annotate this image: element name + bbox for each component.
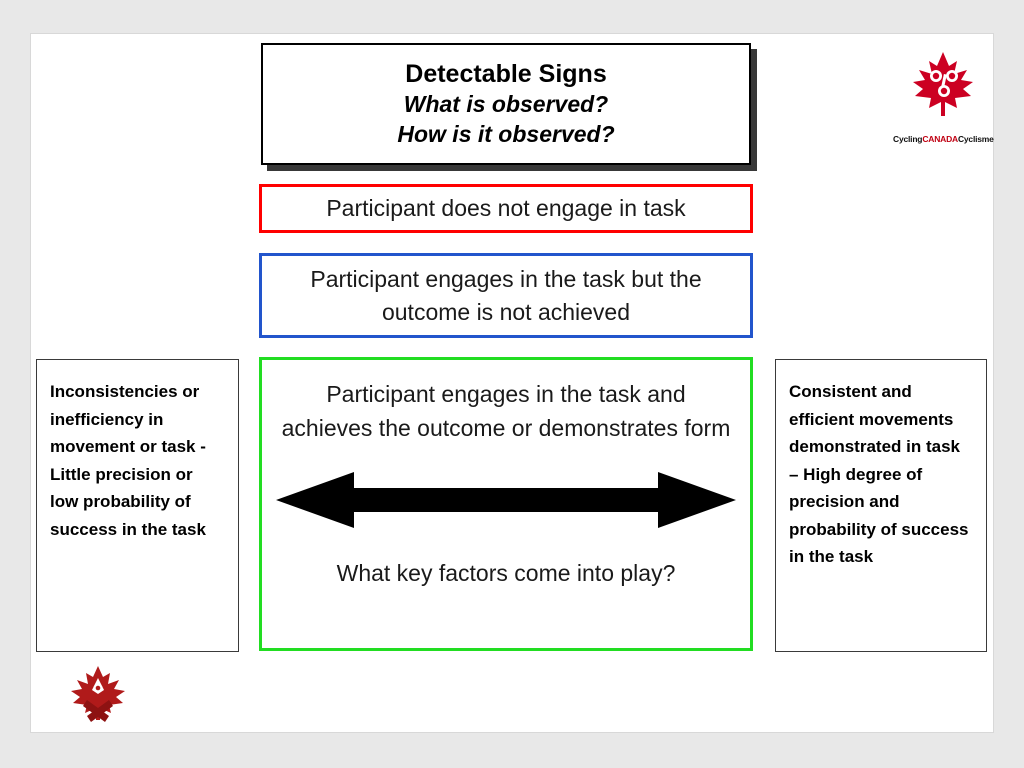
title-box: Detectable Signs What is observed? How i… [261,43,751,165]
left-descriptor-box: Inconsistencies or inefficiency in movem… [36,359,239,652]
slide-canvas: Detectable Signs What is observed? How i… [30,33,994,733]
maple-leaf-icon [913,52,973,116]
cycling-canada-caption: CyclingCANADACyclisme [893,134,994,144]
arrow-container [276,470,736,530]
green-box-top-text: Participant engages in the task and achi… [281,381,731,441]
maple-leaf-athlete-icon [71,666,125,722]
green-statement-box: Participant engages in the task and achi… [259,357,753,651]
title-line-3: How is it observed? [397,120,615,147]
double-headed-arrow-icon [276,471,736,528]
logo-text-canada: CANADA [922,134,958,144]
title-line-2: What is observed? [403,90,609,117]
logo-text-cyclisme: Cyclisme [957,134,994,144]
left-box-text: Inconsistencies or inefficiency in movem… [50,382,206,539]
right-descriptor-box: Consistent and efficient movements demon… [775,359,987,652]
cycling-canada-logo: CyclingCANADACyclisme [893,46,994,146]
logo-text-cycling: Cycling [893,134,923,144]
right-box-text: Consistent and efficient movements demon… [789,382,969,567]
bottom-left-logo [63,664,133,726]
blue-statement-box: Participant engages in the task but the … [259,253,753,338]
title-line-1: Detectable Signs [405,59,607,88]
green-box-bottom-text: What key factors come into play? [336,559,676,586]
red-statement-box: Participant does not engage in task [259,184,753,233]
red-box-text: Participant does not engage in task [326,195,686,221]
blue-box-text: Participant engages in the task but the … [310,265,702,325]
